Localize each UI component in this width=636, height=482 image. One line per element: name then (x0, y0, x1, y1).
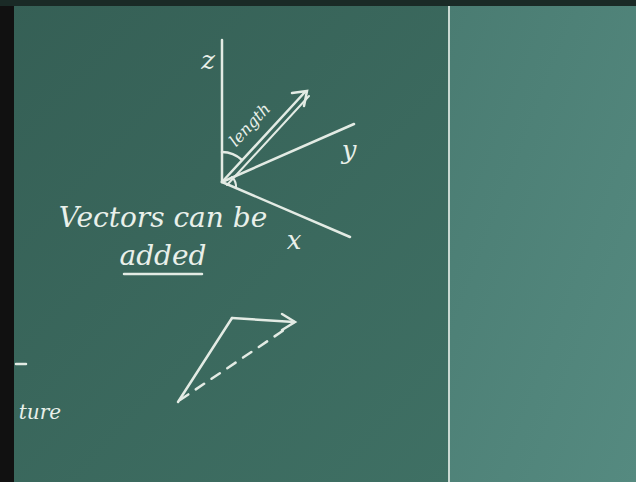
vector-arrow (232, 318, 294, 322)
board-panel (0, 0, 450, 482)
angle-arc (222, 152, 242, 160)
chalk-mark (16, 363, 26, 366)
note-text: ture (19, 402, 61, 422)
underline (124, 273, 202, 276)
axis-label: x (287, 227, 302, 253)
resultant-vector (180, 326, 290, 400)
z-axis (221, 40, 224, 182)
note-text: added (119, 242, 206, 270)
axis-label: y (342, 137, 357, 163)
arrowhead (292, 91, 307, 106)
vector-arrow (222, 92, 305, 182)
vector-arrow (227, 96, 309, 185)
board-edge (0, 0, 14, 482)
angle-arc (232, 177, 236, 188)
note-text: Vectors can be (59, 204, 267, 232)
board-edge (0, 0, 636, 6)
arrowhead (282, 314, 295, 330)
board-panel (450, 0, 636, 482)
axis-label: z (201, 47, 215, 73)
vector-arrow (178, 318, 232, 402)
panel-seam (448, 0, 450, 482)
